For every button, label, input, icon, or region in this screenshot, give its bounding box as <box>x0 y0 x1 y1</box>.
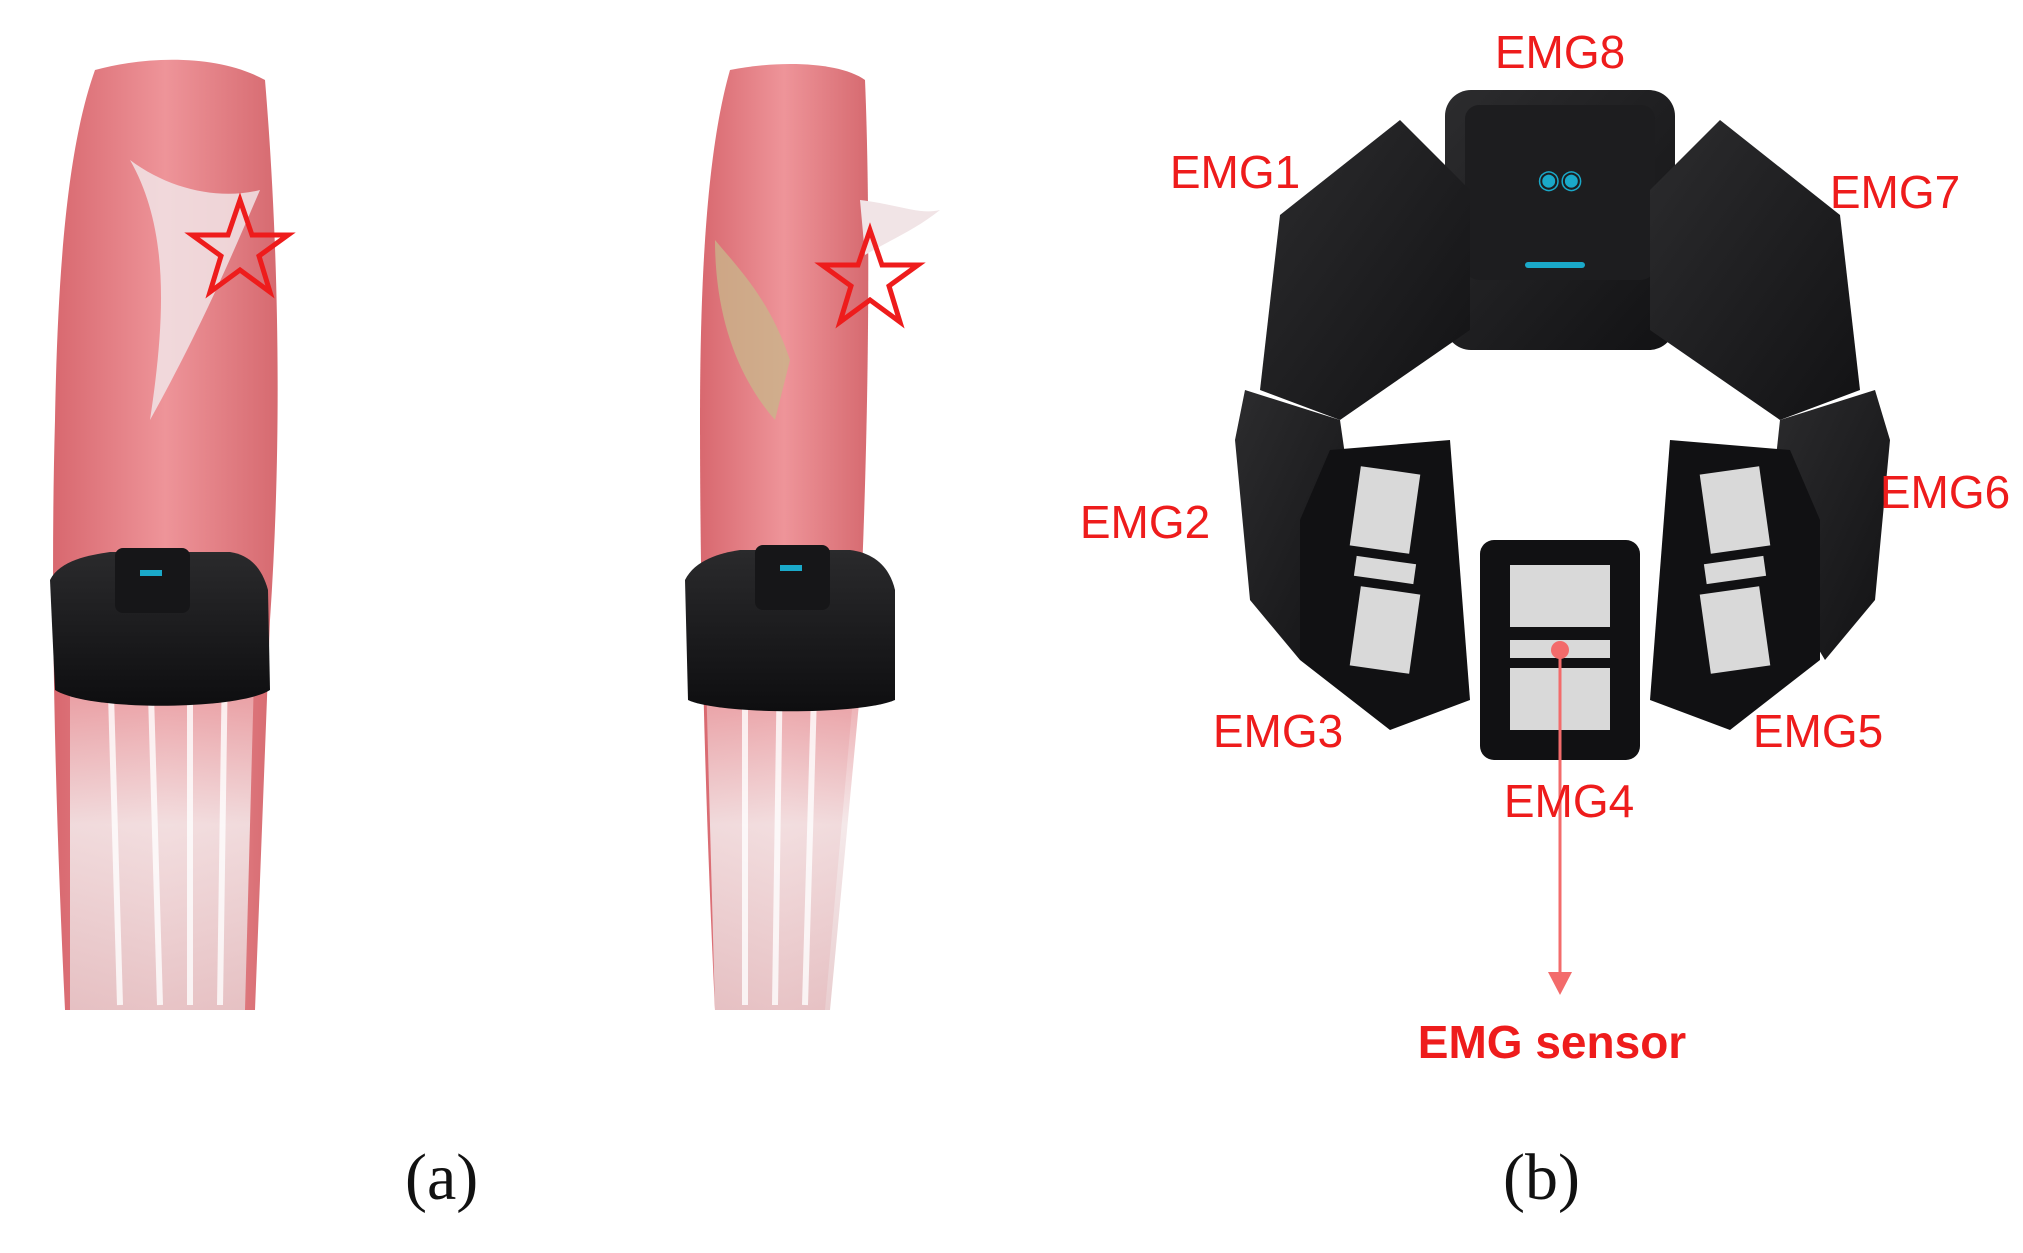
label-emg-sensor: EMG sensor <box>1418 1016 1687 1068</box>
forearm-right <box>685 64 940 1010</box>
star-marker-left <box>184 192 296 299</box>
label-emg4: EMG4 <box>1504 775 1634 827</box>
forearm-left-fascia <box>130 160 260 420</box>
arrow-down-icon <box>1548 972 1572 995</box>
forearm-illustrations <box>50 59 940 1010</box>
armband-ring: ◉◉ <box>1235 90 1890 760</box>
caption-b: (b) <box>1503 1141 1580 1214</box>
label-emg2: EMG2 <box>1080 496 1210 548</box>
label-emg6: EMG6 <box>1880 466 2010 518</box>
panel-a <box>0 0 1000 1253</box>
armband-left <box>50 548 270 706</box>
pod-emg7 <box>1650 120 1860 420</box>
forearm-right-bone <box>715 240 790 420</box>
forearm-left <box>50 59 296 1010</box>
armband-diagram: ◉◉ <box>1080 26 2010 1068</box>
sensor-pointer <box>1548 641 1572 995</box>
label-emg5: EMG5 <box>1753 705 1883 757</box>
star-marker-right <box>814 222 926 329</box>
label-emg8: EMG8 <box>1495 26 1625 78</box>
label-emg3: EMG3 <box>1213 705 1343 757</box>
pod-emg5 <box>1650 440 1820 730</box>
panel-b: ◉◉ <box>1000 0 2023 1253</box>
label-emg7: EMG7 <box>1830 166 1960 218</box>
label-emg1: EMG1 <box>1170 146 1300 198</box>
status-led <box>1525 262 1585 268</box>
forearm-right-fascia <box>860 200 940 255</box>
pod-emg1 <box>1260 120 1470 420</box>
caption-a: (a) <box>405 1141 479 1214</box>
logo-icon: ◉◉ <box>1537 165 1582 195</box>
pod-emg8: ◉◉ <box>1445 90 1675 350</box>
pod-emg3 <box>1300 440 1470 730</box>
armband-right <box>685 545 895 712</box>
